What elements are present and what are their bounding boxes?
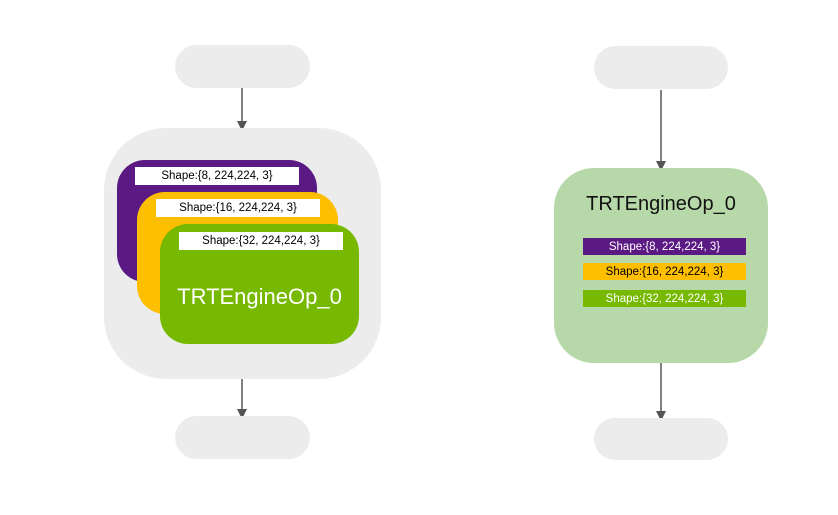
right-engine-title: TRTEngineOp_0 xyxy=(586,193,736,215)
shape-bar-16: Shape:{16, 224,224, 3} xyxy=(583,263,746,280)
left-engine-title: TRTEngineOp_0 xyxy=(177,284,342,309)
right-output-node xyxy=(594,418,728,460)
shape-bar-8: Shape:{8, 224,224, 3} xyxy=(583,238,746,255)
shape-bar-32: Shape:{32, 224,224, 3} xyxy=(583,290,746,307)
shape-label-32: Shape:{32, 224,224, 3} xyxy=(179,232,343,250)
left-input-node xyxy=(175,45,310,88)
left-output-node xyxy=(175,416,310,459)
shape-label-16: Shape:{16, 224,224, 3} xyxy=(156,199,320,217)
right-input-node xyxy=(594,46,728,89)
shape-label-8: Shape:{8, 224,224, 3} xyxy=(135,167,299,185)
